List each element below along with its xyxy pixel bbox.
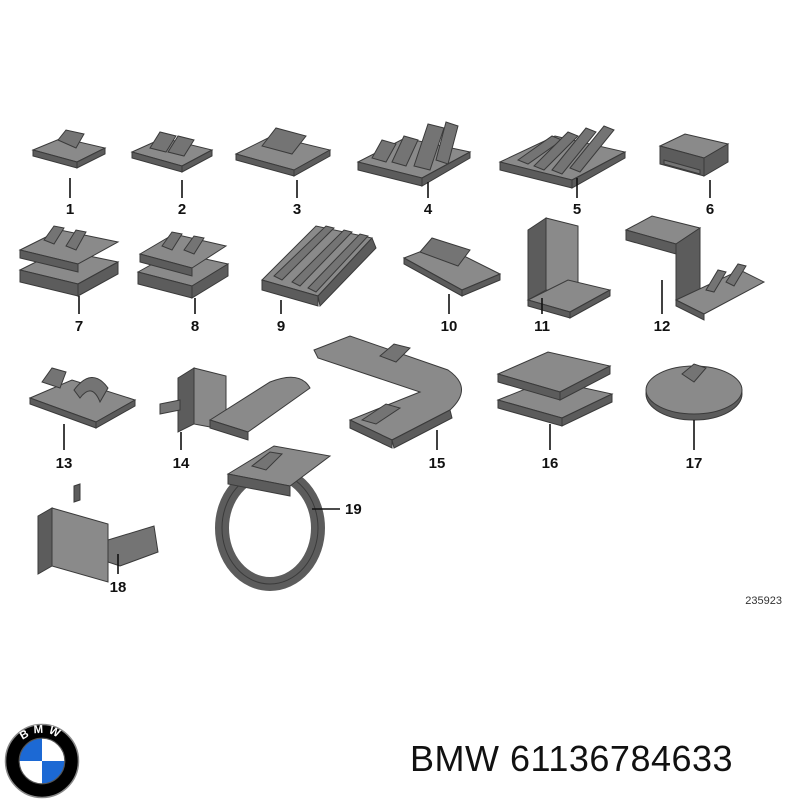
part-label-5: 5 [573, 201, 581, 218]
part-label-13: 13 [56, 455, 73, 472]
part-label-17: 17 [686, 455, 703, 472]
part-label-11: 11 [534, 318, 550, 335]
part-14-drawing [159, 367, 311, 441]
part-label-3: 3 [293, 201, 301, 218]
part-19-drawing [215, 445, 332, 591]
part-3-drawing [234, 127, 332, 177]
part-label-8: 8 [191, 318, 199, 335]
part-16-drawing [496, 351, 614, 427]
part-10-drawing [402, 237, 502, 297]
bmw-roundel-icon: BMW [4, 724, 80, 799]
part-label-12: 12 [654, 318, 671, 335]
part-label-19: 19 [345, 501, 362, 518]
part-11-drawing [526, 217, 612, 319]
part-label-18: 18 [110, 579, 127, 596]
leader-lines [63, 178, 711, 574]
part-8-drawing [136, 231, 230, 299]
part-label-4: 4 [424, 201, 433, 218]
part-label-15: 15 [429, 455, 446, 472]
part-label-2: 2 [178, 201, 186, 218]
part-2-drawing [130, 131, 214, 173]
part-6-drawing [658, 133, 730, 177]
part-17-drawing [645, 363, 743, 421]
part-label-10: 10 [441, 318, 458, 335]
diagram-reference-number: 235923 [745, 595, 782, 607]
part-4-drawing [356, 121, 472, 187]
part-18-drawing [37, 483, 159, 583]
part-label-1: 1 [66, 201, 74, 218]
part-5-drawing [498, 125, 627, 189]
part-labels: 1 2 3 4 5 6 7 8 9 10 11 12 13 14 15 16 1… [56, 201, 715, 596]
part-label-16: 16 [542, 455, 559, 472]
part-label-14: 14 [173, 455, 190, 472]
part-label-7: 7 [75, 318, 83, 335]
part-9-drawing [261, 225, 377, 308]
part-12-drawing [624, 215, 766, 321]
part-1-drawing [31, 129, 107, 169]
part-7-drawing [18, 225, 120, 297]
part-number-caption: BMW 61136784633 [410, 738, 734, 779]
part-label-6: 6 [706, 201, 714, 218]
part-15-drawing [313, 335, 462, 449]
part-label-9: 9 [277, 318, 285, 335]
part-13-drawing [28, 367, 137, 429]
